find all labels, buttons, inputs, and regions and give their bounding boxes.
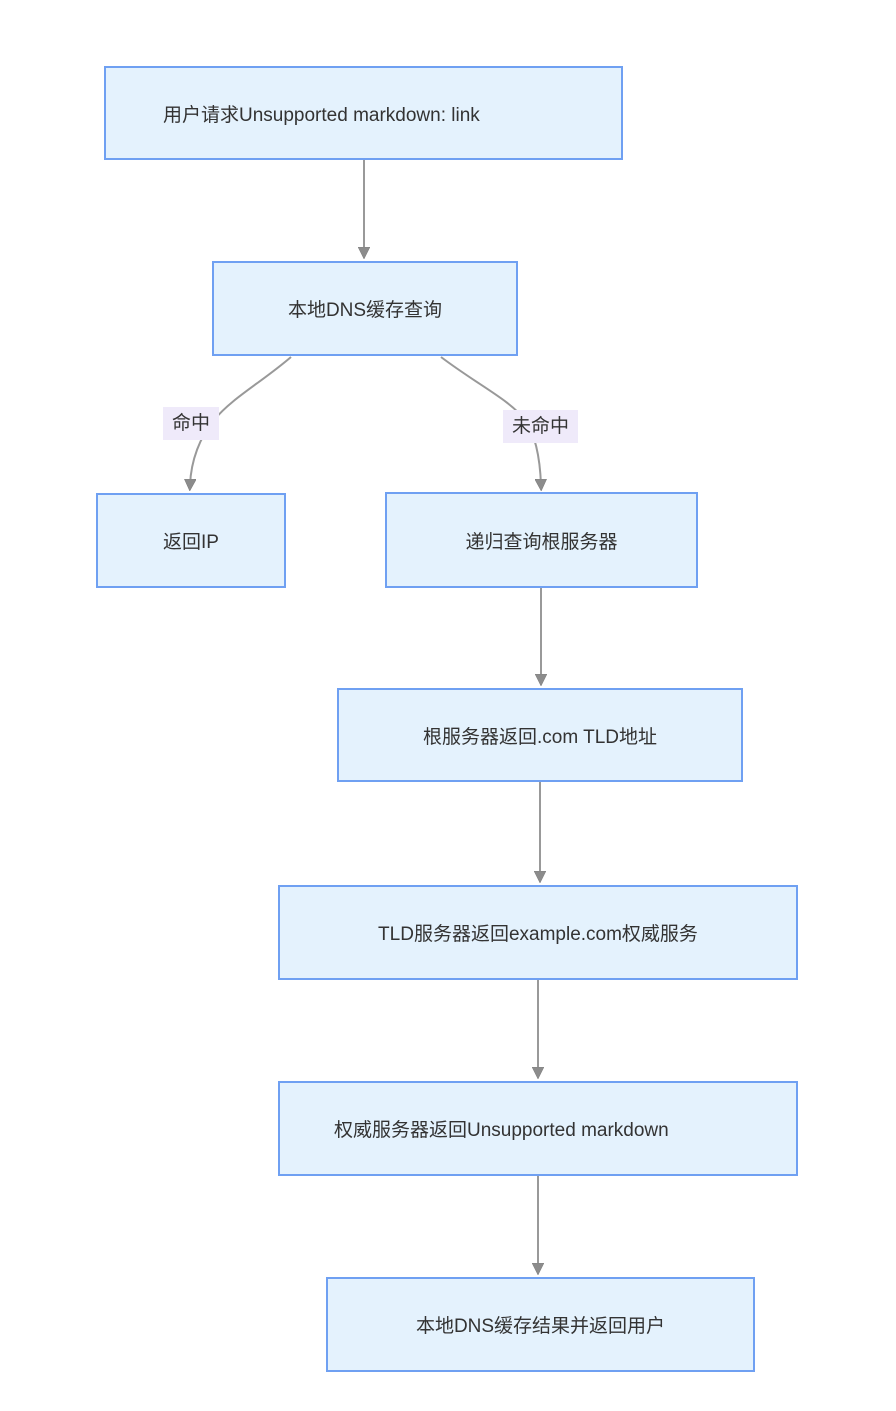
node-return-ip: 返回IP bbox=[96, 493, 286, 588]
node-user-request: 用户请求Unsupported markdown: link bbox=[104, 66, 623, 160]
node-recursive-root-query: 递归查询根服务器 bbox=[385, 492, 698, 588]
node-tld-returns-authoritative: TLD服务器返回example.com权威服务 bbox=[278, 885, 798, 980]
node-authoritative-returns-record: 权威服务器返回Unsupported markdown bbox=[278, 1081, 798, 1176]
edge-label-miss: 未命中 bbox=[503, 410, 579, 443]
node-local-dns-cache-query: 本地DNS缓存查询 bbox=[212, 261, 518, 356]
edge-label-hit: 命中 bbox=[163, 407, 220, 440]
node-local-dns-cache-result: 本地DNS缓存结果并返回用户 bbox=[326, 1277, 755, 1372]
node-root-returns-tld-address: 根服务器返回.com TLD地址 bbox=[337, 688, 743, 782]
